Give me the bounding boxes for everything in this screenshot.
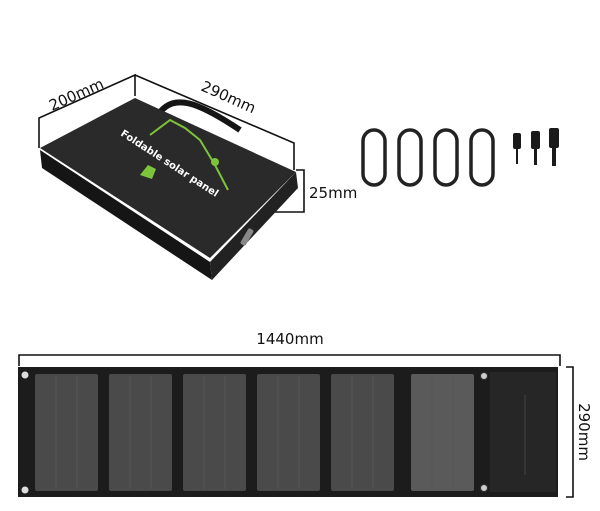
folded-solar-bag: Foldable solar panel bbox=[40, 98, 298, 280]
bag-width-label: 200mm bbox=[46, 75, 106, 115]
zipper-pull bbox=[240, 228, 254, 246]
grommet bbox=[21, 371, 29, 379]
connector bbox=[531, 131, 540, 149]
panel-height-line bbox=[566, 366, 574, 498]
panel-height-label: 290mm bbox=[575, 403, 593, 461]
bag-dimension-lines bbox=[38, 73, 305, 213]
solar-cell bbox=[331, 374, 394, 491]
bag-thickness-label: 25mm bbox=[309, 184, 357, 202]
sun-icon bbox=[211, 158, 219, 166]
connector bbox=[513, 133, 521, 149]
unfolded-solar-panel bbox=[18, 367, 558, 497]
dc-connectors bbox=[513, 128, 559, 166]
carabiners bbox=[361, 128, 495, 187]
grommet bbox=[480, 484, 488, 492]
solar-cell bbox=[411, 374, 474, 491]
solar-cell bbox=[35, 374, 98, 491]
bag-handle bbox=[157, 99, 242, 133]
panel-length-line bbox=[18, 354, 561, 366]
hiker-icon bbox=[140, 165, 156, 179]
grommet bbox=[21, 486, 29, 494]
pocket-flap bbox=[490, 372, 556, 492]
panel-length-label: 1440mm bbox=[256, 330, 323, 348]
connector bbox=[549, 128, 559, 148]
carabiner bbox=[397, 128, 423, 187]
mountain-logo bbox=[149, 118, 229, 191]
solar-cell bbox=[257, 374, 320, 491]
carabiner bbox=[433, 128, 459, 187]
carabiner bbox=[469, 128, 495, 187]
solar-cell bbox=[109, 374, 172, 491]
carabiner bbox=[361, 128, 387, 187]
grommet bbox=[480, 372, 488, 380]
solar-cell bbox=[183, 374, 246, 491]
